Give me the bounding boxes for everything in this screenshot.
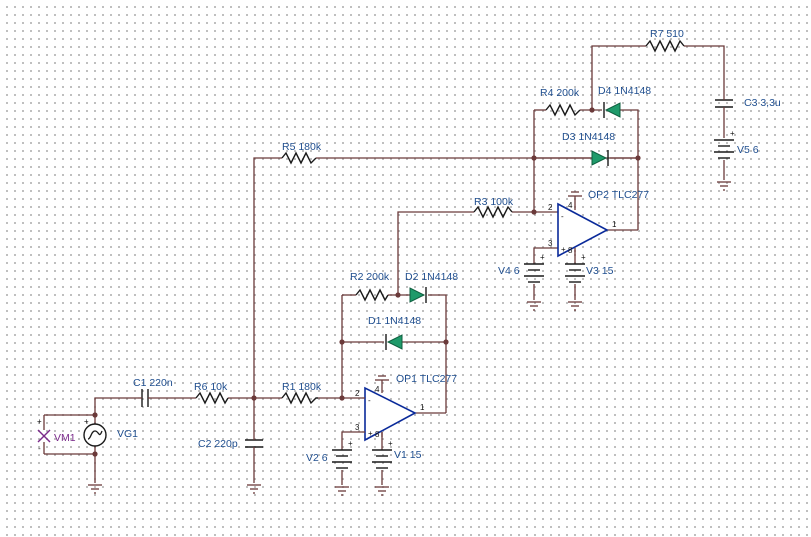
component-labels: R7 510 C3 3,3u R4 200k D4 1N4148 D3 1N41…	[54, 28, 781, 464]
signal-generator-vg1[interactable]	[83, 423, 107, 447]
ground-icon	[375, 486, 389, 496]
diode-d1[interactable]	[385, 334, 403, 350]
junction-dot	[339, 339, 345, 345]
label-r3: R3 100k	[474, 196, 514, 208]
ground-icon	[527, 301, 541, 311]
pin-number: 3	[355, 423, 360, 432]
junction-dot	[589, 107, 595, 113]
plus-sign: +	[37, 417, 42, 426]
junction-dot	[531, 155, 537, 161]
battery-v2[interactable]: +	[332, 439, 353, 469]
pin-number: 2	[548, 203, 553, 212]
resistor-r1[interactable]	[281, 391, 318, 405]
junction-dot	[339, 395, 345, 401]
resistor-r2[interactable]	[355, 288, 389, 302]
ground-icon	[568, 301, 582, 311]
plus-sign: +	[84, 417, 89, 426]
plus-sign: +	[540, 253, 545, 262]
plus-sign: +	[581, 253, 586, 262]
resistor-r5[interactable]	[281, 151, 317, 165]
label-d4: D4 1N4148	[598, 85, 651, 97]
ground-icon	[375, 375, 389, 381]
ground-icon	[247, 484, 261, 494]
plus-sign: +	[730, 129, 735, 138]
label-r6: R6 10k	[194, 381, 228, 393]
battery-v5[interactable]: +	[714, 129, 735, 159]
plus-sign: +	[348, 439, 353, 448]
label-r5: R5 180k	[282, 141, 322, 153]
label-d1: D1 1N4148	[368, 315, 421, 327]
voltmeter-vm1[interactable]: + - +	[37, 414, 89, 455]
capacitor-c2[interactable]	[245, 436, 263, 452]
resistor-r6[interactable]	[195, 391, 229, 405]
pin-number: 2	[355, 389, 360, 398]
label-c1: C1 220n	[133, 377, 173, 389]
label-v1: V1 15	[394, 449, 422, 461]
battery-v4[interactable]: +	[524, 253, 545, 283]
label-r1: R1 180k	[282, 381, 322, 393]
resistor-r7[interactable]	[645, 39, 685, 53]
junction-dot	[443, 339, 449, 345]
label-op1: OP1 TLC277	[396, 373, 457, 385]
label-d2: D2 1N4148	[405, 271, 458, 283]
pin-number: 1	[612, 220, 617, 229]
junction-dot	[531, 209, 537, 215]
label-r2: R2 200k	[350, 271, 390, 283]
pin-number: 8	[375, 430, 380, 439]
label-v2: V2 6	[306, 452, 328, 464]
label-c3: C3 3,3u	[744, 97, 781, 109]
opamp-op1[interactable]: - + 4 8 2 3 1	[355, 385, 425, 442]
label-v4: V4 6	[498, 265, 520, 277]
pin-number: 4	[568, 201, 573, 210]
opamp-plus-sign: +	[561, 245, 566, 254]
label-d3: D3 1N4148	[562, 131, 615, 143]
pin-number: 8	[568, 246, 573, 255]
diode-d2[interactable]	[409, 287, 427, 303]
pin-number: 4	[375, 385, 380, 394]
opamp-minus-sign: -	[561, 212, 564, 221]
resistor-r3[interactable]	[473, 205, 513, 219]
capacitor-c3[interactable]	[715, 96, 733, 110]
label-op2: OP2 TLC277	[588, 189, 649, 201]
opamp-op2[interactable]: - + 4 8 2 3 1	[548, 200, 617, 258]
junction-dot	[92, 451, 98, 457]
opamp-plus-sign: +	[368, 429, 373, 438]
minus-sign: -	[38, 444, 41, 453]
opamp-minus-sign: -	[368, 396, 371, 405]
label-v3: V3 15	[586, 265, 614, 277]
junction-dot	[635, 155, 641, 161]
pin-number: 3	[548, 239, 553, 248]
junction-dot	[395, 292, 401, 298]
label-r4: R4 200k	[540, 87, 580, 99]
diode-d4[interactable]	[603, 102, 621, 118]
label-v5: V5 6	[737, 144, 759, 156]
capacitor-c1[interactable]	[138, 389, 150, 407]
junction-dot	[92, 412, 98, 418]
battery-v3[interactable]: +	[565, 253, 586, 283]
diode-d3[interactable]	[591, 150, 609, 166]
junction-dot	[251, 395, 257, 401]
ground-icon	[568, 191, 582, 197]
resistor-r4[interactable]	[545, 103, 581, 117]
label-vm1: VM1	[54, 432, 76, 444]
battery-v1[interactable]: +	[372, 439, 393, 469]
label-vg1: VG1	[117, 428, 138, 440]
ground-icon	[88, 484, 102, 494]
label-c2: C2 220p	[198, 438, 238, 450]
plus-sign: +	[388, 439, 393, 448]
junctions	[92, 107, 641, 457]
ground-icon	[717, 181, 731, 191]
pin-number: 1	[420, 403, 425, 412]
label-r7: R7 510	[650, 28, 684, 40]
ground-icon	[335, 486, 349, 496]
